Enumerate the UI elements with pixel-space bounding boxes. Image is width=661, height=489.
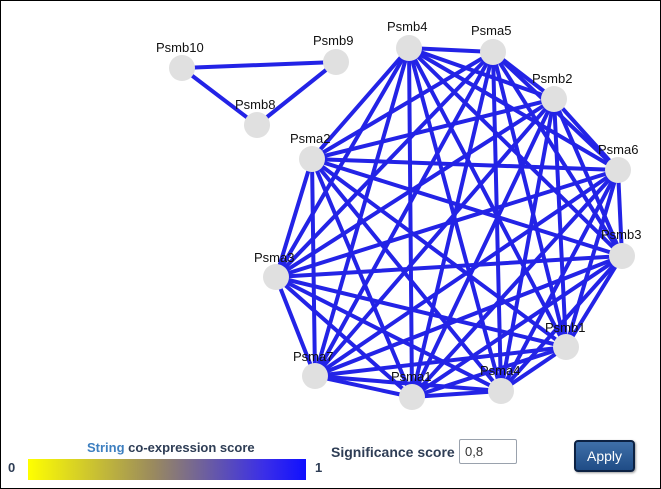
- node-circle[interactable]: [480, 39, 506, 65]
- node-psma3[interactable]: Psma3: [254, 250, 294, 290]
- node-psmb3[interactable]: Psmb3: [601, 227, 641, 269]
- edge-psma5-psma1: [410, 50, 495, 399]
- edge-psma3-psma7: [274, 275, 317, 378]
- node-psmb2[interactable]: Psmb2: [532, 71, 572, 112]
- node-label: Psmb3: [601, 227, 641, 242]
- node-circle[interactable]: [399, 384, 425, 410]
- edge-psma6-psma7: [313, 168, 620, 378]
- node-label: Psma6: [598, 142, 638, 157]
- edge-psmb1-psma4: [499, 345, 568, 393]
- node-label: Psma7: [293, 349, 333, 364]
- edge-psmb2-psma7: [313, 97, 556, 378]
- node-psmb4[interactable]: Psmb4: [387, 19, 427, 61]
- node-label: Psmb4: [387, 19, 427, 34]
- edge-psma7-psma1: [313, 374, 414, 399]
- legend-title-brand: String: [87, 440, 125, 455]
- edge-psma1-psma4: [410, 389, 503, 399]
- node-label: Psma3: [254, 250, 294, 265]
- node-circle[interactable]: [263, 264, 289, 290]
- node-psmb8[interactable]: Psmb8: [235, 97, 275, 138]
- edge-psmb3-psma1: [410, 254, 624, 399]
- node-circle[interactable]: [553, 334, 579, 360]
- legend-min-label: 0: [8, 460, 16, 475]
- edge-psmb4-psma2: [310, 46, 411, 161]
- edge-psma5-psma7: [313, 50, 495, 378]
- node-circle[interactable]: [244, 112, 270, 138]
- node-circle[interactable]: [302, 363, 328, 389]
- node-circle[interactable]: [488, 378, 514, 404]
- edge-psma2-psma6: [310, 157, 620, 172]
- color-scale-bar: [28, 459, 306, 480]
- edge-psma3-psma4: [274, 275, 503, 393]
- node-circle[interactable]: [609, 243, 635, 269]
- edge-psma2-psma4: [310, 157, 503, 393]
- significance-score-label: Significance score: [331, 444, 455, 460]
- node-label: Psma4: [480, 363, 520, 378]
- node-label: Psmb8: [235, 97, 275, 112]
- node-circle[interactable]: [541, 86, 567, 112]
- edge-psmb1-psma7: [313, 345, 568, 378]
- edge-psma2-psmb1: [310, 157, 568, 349]
- network-edges: [180, 46, 624, 399]
- node-label: Psmb1: [545, 320, 585, 335]
- apply-button[interactable]: Apply: [574, 440, 635, 472]
- edge-psmb2-psma1: [410, 97, 556, 399]
- node-psma1[interactable]: Psma1: [391, 369, 431, 410]
- edge-psmb10-psmb9: [180, 60, 338, 70]
- node-psma2[interactable]: Psma2: [290, 131, 330, 172]
- node-psma7[interactable]: Psma7: [293, 349, 333, 389]
- edge-psma6-psmb3: [616, 168, 624, 258]
- node-psmb10[interactable]: Psmb10: [156, 40, 204, 81]
- legend-title: String co-expression score: [87, 440, 255, 455]
- node-psma4[interactable]: Psma4: [480, 363, 520, 404]
- edge-psma2-psmb3: [310, 157, 624, 258]
- legend-max-label: 1: [315, 460, 323, 475]
- edge-psmb1-psma1: [410, 345, 568, 399]
- node-label: Psma5: [471, 23, 511, 38]
- edge-psma7-psma4: [313, 374, 503, 393]
- edge-psmb2-psmb1: [552, 97, 568, 349]
- edge-psmb4-psma7: [313, 46, 411, 378]
- node-label: Psma2: [290, 131, 330, 146]
- edge-psma2-psma7: [310, 157, 317, 378]
- edge-psma2-psma3: [274, 157, 314, 279]
- edge-psmb3-psmb1: [564, 254, 624, 349]
- significance-score-input[interactable]: [459, 439, 517, 464]
- node-label: Psma1: [391, 369, 431, 384]
- node-psma5[interactable]: Psma5: [471, 23, 511, 65]
- edge-psmb10-psmb8: [180, 66, 259, 127]
- edge-psma2-psma1: [310, 157, 414, 399]
- edge-psmb2-psma2: [310, 97, 556, 161]
- node-psmb1[interactable]: Psmb1: [545, 320, 585, 360]
- edge-psmb9-psmb8: [255, 60, 338, 127]
- node-circle[interactable]: [323, 49, 349, 75]
- node-circle[interactable]: [299, 146, 325, 172]
- edge-psmb4-psmb1: [407, 46, 568, 349]
- node-psma6[interactable]: Psma6: [598, 142, 638, 183]
- edge-psmb2-psma6: [552, 97, 620, 172]
- edge-psmb2-psma4: [499, 97, 556, 393]
- node-circle[interactable]: [169, 55, 195, 81]
- edge-psmb3-psma4: [499, 254, 624, 393]
- node-label: Psmb2: [532, 71, 572, 86]
- node-label: Psmb10: [156, 40, 204, 55]
- edge-psmb2-psma3: [274, 97, 556, 279]
- node-circle[interactable]: [605, 157, 631, 183]
- edge-psma3-psmb1: [274, 275, 568, 349]
- edge-psmb4-psma3: [274, 46, 411, 279]
- node-psmb9[interactable]: Psmb9: [313, 33, 353, 75]
- edge-psmb3-psma3: [274, 254, 624, 279]
- legend-title-rest: co-expression score: [124, 440, 255, 455]
- node-label: Psmb9: [313, 33, 353, 48]
- edge-psma5-psma2: [310, 50, 495, 161]
- node-circle[interactable]: [396, 35, 422, 61]
- edge-psma6-psma3: [274, 168, 620, 279]
- edge-psmb4-psma5: [407, 46, 495, 54]
- edge-psma3-psma1: [274, 275, 414, 399]
